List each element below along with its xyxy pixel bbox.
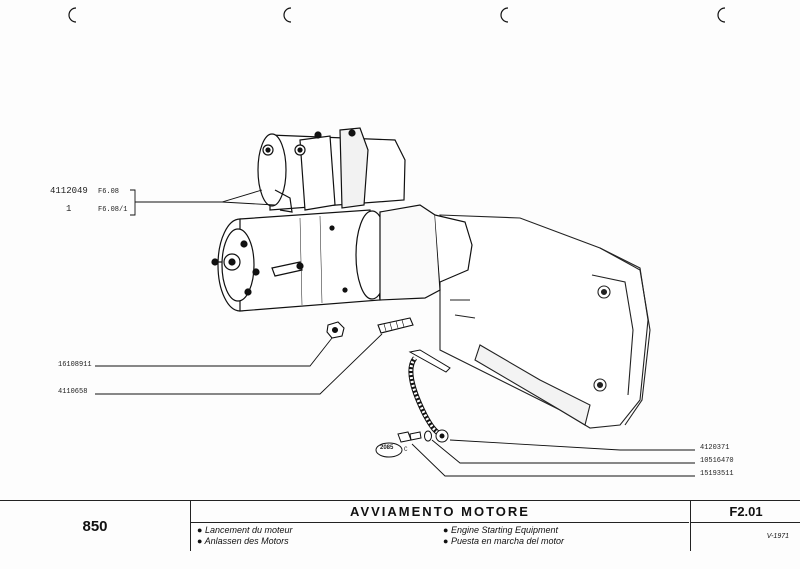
- binder-hole: [283, 7, 292, 23]
- section-description: AVVIAMENTO MOTORE ● Lancement du moteur …: [191, 501, 689, 551]
- binder-hole: [500, 7, 509, 23]
- bolt: [397, 431, 422, 443]
- text-es: Puesta en marcha del motor: [450, 536, 564, 546]
- washer-part-number: 10516470: [700, 457, 734, 465]
- bolt-tag: 2085: [380, 445, 394, 451]
- bolt-tag-oval: [375, 442, 403, 458]
- divider: [691, 522, 800, 523]
- description-column-right: ● Engine Starting Equipment ● Puesta en …: [443, 525, 564, 547]
- starter-quantity: 1: [66, 204, 72, 214]
- starter-ref-b: F6.08/1: [98, 206, 128, 214]
- starter-part-number: 4112049: [50, 186, 88, 196]
- description-es: ● Puesta en marcha del motor: [443, 536, 564, 546]
- nut: [326, 321, 345, 339]
- washer: [424, 430, 432, 442]
- cable-part-number: 4120371: [700, 444, 730, 452]
- text-fr: Lancement du moteur: [204, 525, 293, 535]
- text-en: Engine Starting Equipment: [450, 525, 559, 535]
- leader-lines: [95, 189, 695, 477]
- bolt-part-number: 15193511: [700, 470, 734, 478]
- exploded-parts-drawing: [68, 7, 726, 477]
- reference-box: F2.01 V-1971: [690, 501, 800, 551]
- starter-ref-a: F6.08: [98, 188, 120, 196]
- description-fr: ● Lancement du moteur: [197, 525, 293, 535]
- divider: [191, 522, 689, 523]
- text-de: Anlassen des Motors: [204, 536, 289, 546]
- starter-motor: [211, 204, 473, 312]
- transmission-housing: [439, 214, 651, 429]
- description-column-left: ● Lancement du moteur ● Anlassen des Mot…: [197, 525, 293, 547]
- stud-part-number: 4110658: [58, 388, 88, 396]
- stud: [377, 317, 414, 334]
- description-en: ● Engine Starting Equipment: [443, 525, 559, 535]
- description-de: ● Anlassen des Motors: [197, 536, 289, 546]
- nut-part-number: 16108911: [58, 361, 92, 369]
- binder-hole: [717, 7, 726, 23]
- solenoid: [257, 127, 406, 213]
- bolt-tag-letter: C: [404, 446, 408, 453]
- reference-code: F2.01: [729, 504, 763, 519]
- model-number: 850: [0, 501, 191, 551]
- binder-hole: [68, 7, 77, 23]
- ground-cable: [408, 349, 451, 443]
- section-title: AVVIAMENTO MOTORE: [350, 504, 530, 519]
- edition-date: V-1971: [766, 533, 789, 540]
- title-block: 850 AVVIAMENTO MOTORE ● Lancement du mot…: [0, 500, 800, 570]
